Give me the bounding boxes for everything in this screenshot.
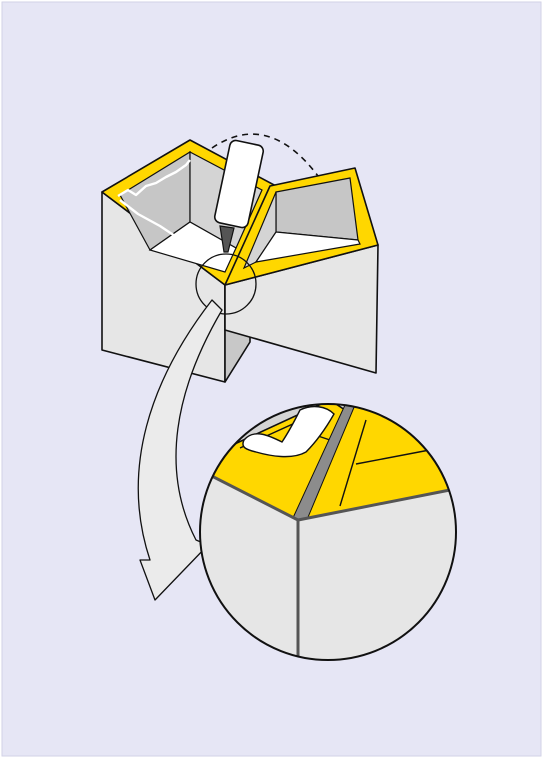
assembly-illustration xyxy=(0,0,543,758)
illustration-stage xyxy=(0,0,543,758)
